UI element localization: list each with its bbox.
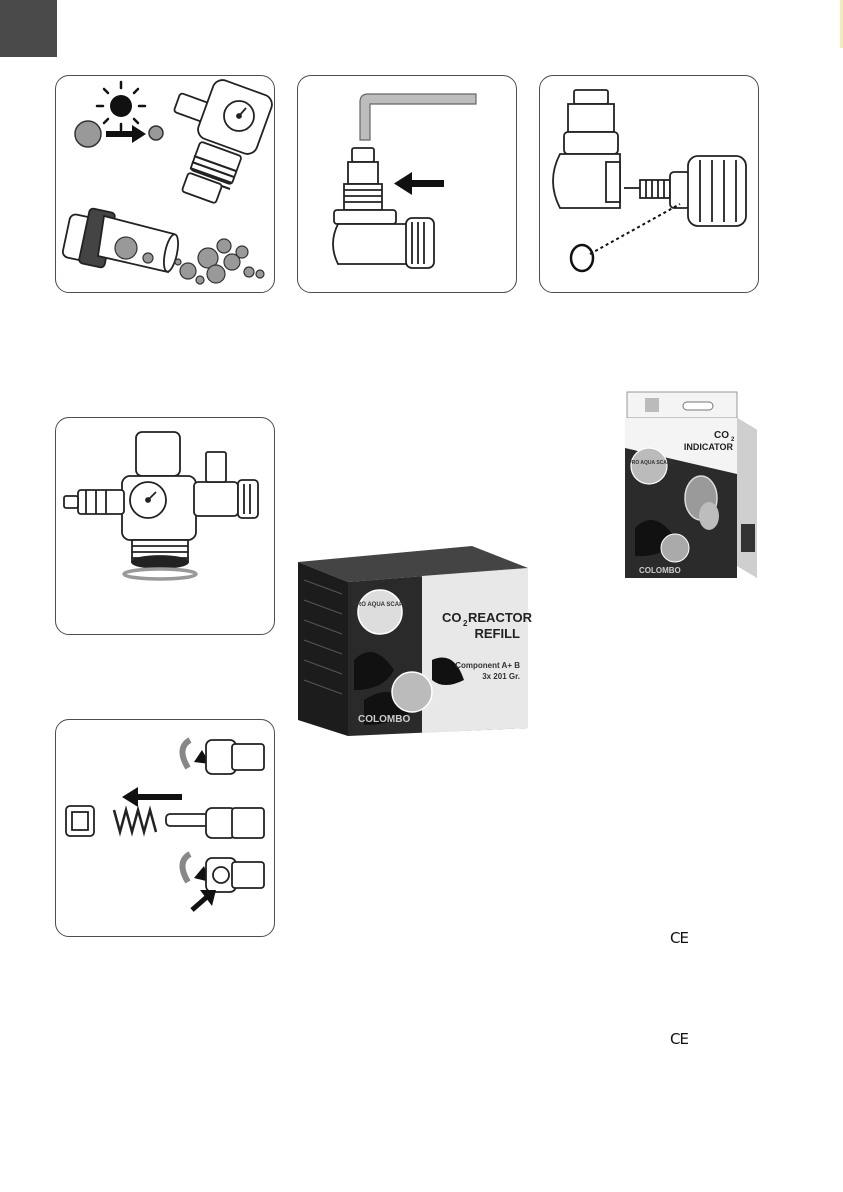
fitting-top-part bbox=[206, 740, 264, 774]
valve-body-part bbox=[553, 90, 620, 208]
box-left-side bbox=[298, 562, 348, 736]
box-label-panel bbox=[422, 568, 528, 733]
refill-component: Component A+ B bbox=[455, 661, 520, 670]
hang-tab bbox=[627, 392, 737, 418]
indicator-brand-seal-text: PRO AQUA SCAPE bbox=[628, 460, 674, 466]
dotted-guide-line bbox=[590, 204, 680, 254]
refill-weight: 3x 201 Gr. bbox=[482, 672, 520, 681]
hex-key-icon bbox=[360, 94, 476, 140]
spring-part bbox=[114, 810, 156, 832]
sun-icon bbox=[97, 82, 145, 130]
indicator-brand: COLOMBO bbox=[639, 566, 681, 575]
indicator-quality-seal-icon bbox=[661, 534, 689, 562]
fitting-bottom-part bbox=[206, 858, 264, 892]
illustration-hex-key bbox=[297, 75, 517, 293]
pin-part bbox=[166, 808, 264, 838]
brand-seal-text: PRO AQUA SCAPE bbox=[353, 602, 407, 608]
right-arrow-icon bbox=[106, 125, 146, 143]
illustration-fitting-oring bbox=[539, 75, 759, 293]
refill-brand: COLOMBO bbox=[358, 714, 410, 725]
package-side bbox=[737, 418, 757, 578]
washer-ring-part bbox=[124, 569, 196, 579]
illustration-regulator-washer bbox=[55, 417, 275, 635]
small-bubble bbox=[149, 126, 163, 140]
regulator-part bbox=[174, 77, 274, 203]
refill-title-prefix: CO bbox=[442, 610, 462, 625]
nut-part bbox=[66, 806, 94, 836]
qr-code-icon bbox=[741, 524, 755, 552]
page-corner-tab bbox=[0, 0, 57, 57]
large-bubble bbox=[75, 121, 101, 147]
indicator-title-line2: INDICATOR bbox=[684, 442, 734, 452]
co2-indicator-package: CO 2 INDICATOR PRO AQUA SCAPE COLOMBO bbox=[605, 388, 763, 584]
valve-part bbox=[333, 148, 434, 268]
hang-hole bbox=[683, 402, 713, 410]
ce-mark-bottom: CE bbox=[670, 1030, 688, 1048]
adapter-part bbox=[624, 156, 746, 226]
regulator-body-part bbox=[64, 432, 258, 568]
illustration-temperature-expansion bbox=[55, 75, 275, 293]
tab-badge bbox=[645, 398, 659, 412]
co2-reactor-refill-box: PRO AQUA SCAPE CO 2 REACTOR REFILL Compo… bbox=[294, 540, 534, 740]
refill-title-rest: REACTOR bbox=[468, 610, 533, 625]
left-arrow-icon bbox=[122, 787, 182, 807]
indicator-title-prefix: CO bbox=[714, 430, 729, 441]
illustration-valve-spring bbox=[55, 719, 275, 937]
brand-seal-icon bbox=[358, 590, 402, 634]
ce-mark-top: CE bbox=[670, 929, 688, 947]
diagonal-arrow-icon bbox=[192, 890, 216, 910]
quality-seal-icon bbox=[392, 672, 432, 712]
o-ring-part bbox=[571, 245, 593, 271]
refill-title-line2: REFILL bbox=[475, 626, 521, 641]
left-arrow-icon bbox=[394, 172, 444, 195]
indicator-brand-seal-icon bbox=[631, 448, 667, 484]
